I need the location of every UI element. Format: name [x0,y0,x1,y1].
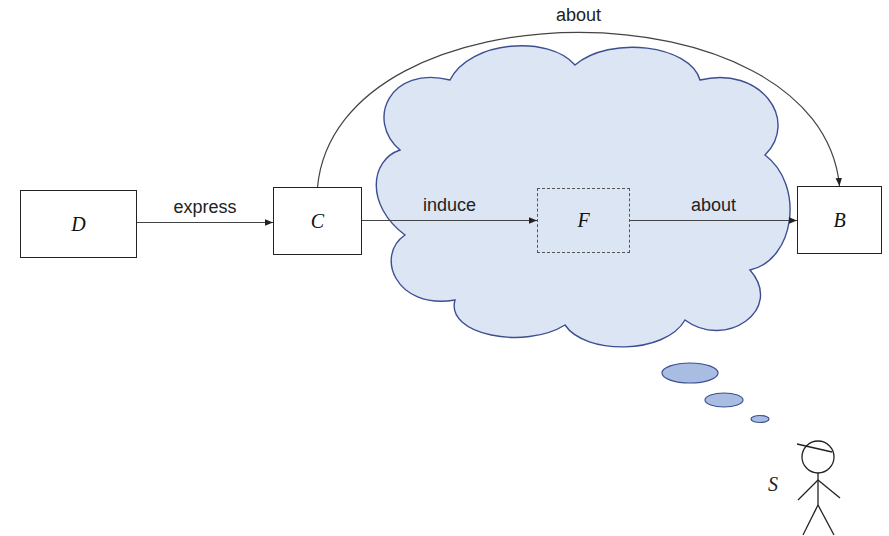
concept-box: C [273,187,362,255]
box-label: C [311,210,324,233]
thought-cloud [376,46,790,347]
box-label: F [577,209,589,232]
arrow-connector [362,220,537,221]
concept-box: D [20,190,137,258]
box-label: B [833,209,845,232]
arrow-connector [318,32,840,187]
dashed-box: F [537,188,630,253]
concept-box: B [797,186,882,254]
edge-label: express [173,198,236,218]
person-label: S [768,473,778,495]
edge-label: about [691,196,736,216]
box-label: D [71,213,85,236]
thought-bubble [662,363,718,383]
thought-bubble [705,393,743,407]
edge-label: induce [423,196,476,216]
thought-bubble [751,416,769,423]
edge-label: about [556,6,601,26]
stick-figure [797,441,840,535]
arrow-connector [137,222,273,223]
arrow-connector [630,220,797,221]
